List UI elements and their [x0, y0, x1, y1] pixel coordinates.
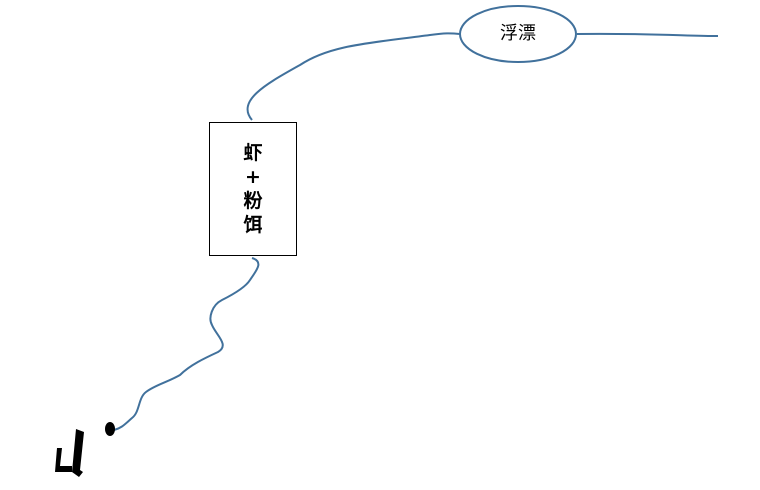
bait-line-powder: 粉 — [243, 190, 263, 212]
bait-line-bait: 饵 — [243, 214, 263, 236]
bait-line-shrimp: 虾 — [243, 142, 263, 164]
bait-box: 虾 + 粉 饵 — [209, 122, 297, 256]
main-line-right — [576, 32, 719, 37]
hook-icon — [55, 429, 84, 477]
bait-line-plus: + — [245, 166, 261, 188]
leader-line — [113, 257, 260, 431]
float-label: 浮漂 — [500, 23, 536, 44]
float-ellipse — [459, 5, 577, 63]
main-line-to-bait — [246, 32, 461, 121]
hook-point — [105, 422, 115, 436]
